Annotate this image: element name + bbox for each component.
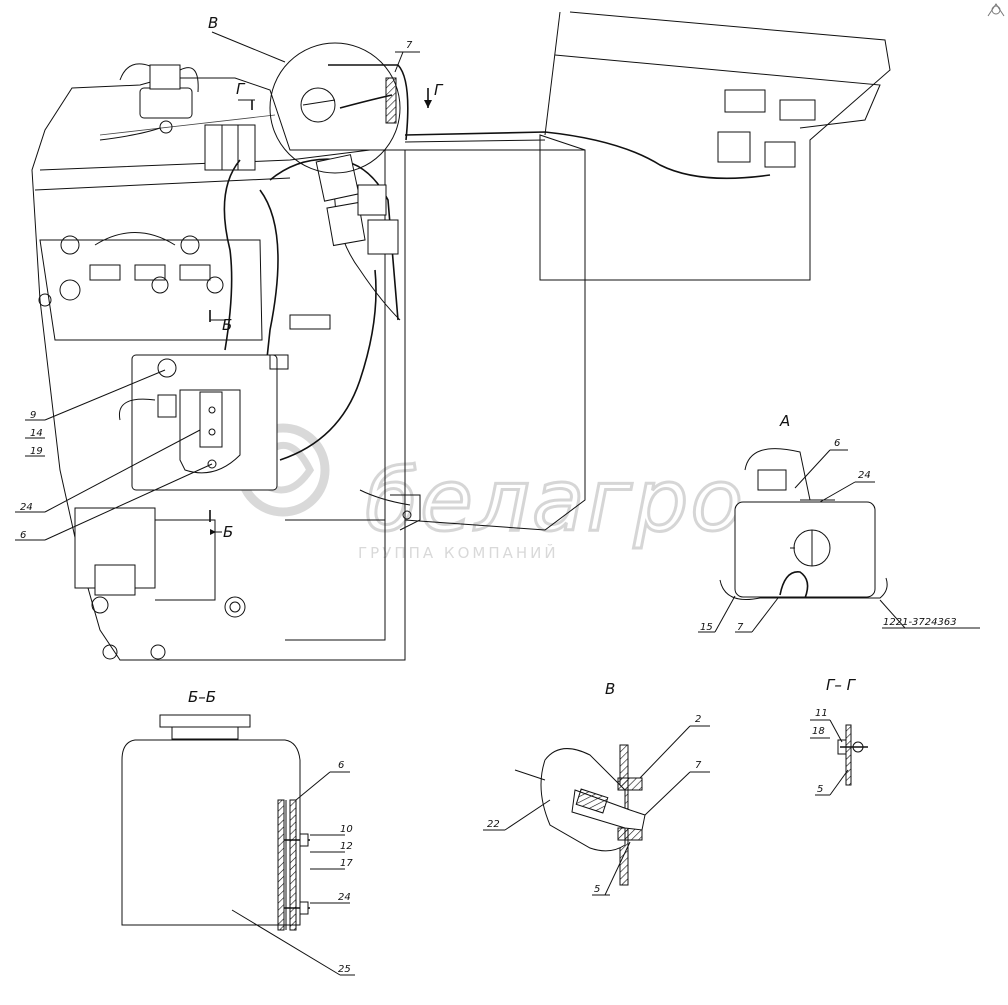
section-bb-callout-p6: 6 xyxy=(338,760,344,771)
section-bb-callout-p25: 25 xyxy=(338,964,351,975)
view-b-circle: В 7 Г Г xyxy=(208,14,444,174)
cut-b-markers: Б Б xyxy=(209,310,233,541)
callout-p9: 9 xyxy=(30,410,36,421)
main-callouts: 9 14 19 24 6 xyxy=(15,369,213,541)
view-a-callout-p7: 7 xyxy=(737,622,744,633)
main-assembly-view xyxy=(31,63,586,661)
cut-b-marker-top: Б xyxy=(222,316,232,334)
callout-p19: 19 xyxy=(30,446,43,457)
section-bb-callout-p17: 17 xyxy=(340,858,353,869)
cab-panel-sockets xyxy=(404,11,891,281)
callout-p7-top: 7 xyxy=(406,40,413,51)
view-a-part-number: 1221-3724363 xyxy=(883,617,957,628)
section-gg-callout-p11: 11 xyxy=(815,708,828,719)
view-b-label: В xyxy=(208,14,218,32)
cut-b-marker-bottom: Б xyxy=(223,523,233,541)
section-bb-callout-p12: 12 xyxy=(340,841,353,852)
section-gg: Г– Г 11 18 5 xyxy=(810,676,868,796)
view-a-callout-p24: 24 xyxy=(858,470,871,481)
callout-p14: 14 xyxy=(30,428,43,439)
view-b-detail-label: В xyxy=(605,680,615,698)
view-b-callout-p7: 7 xyxy=(695,760,702,771)
compass-icon xyxy=(987,3,1005,17)
view-a: А 6 24 15 7 1221-3724363 xyxy=(698,412,980,633)
cut-g-right-label: Г xyxy=(434,81,444,99)
view-b-callout-p5: 5 xyxy=(594,884,600,895)
callout-p24-main: 24 xyxy=(20,502,33,513)
watermark-subtitle: ГРУППА КОМПАНИЙ xyxy=(358,543,559,562)
view-b-callout-p22: 22 xyxy=(487,819,500,830)
view-b-callout-p2: 2 xyxy=(695,714,701,725)
cut-g-left-label: Г xyxy=(236,80,246,98)
section-bb-callout-p24: 24 xyxy=(338,892,351,903)
watermark: белагро ГРУППА КОМПАНИЙ xyxy=(236,423,745,562)
callout-p6-main: 6 xyxy=(20,530,26,541)
section-gg-label: Г– Г xyxy=(826,676,857,694)
section-bb-label: Б–Б xyxy=(188,688,216,706)
view-a-callout-p6: 6 xyxy=(834,438,840,449)
section-gg-callout-p18: 18 xyxy=(812,726,825,737)
view-b-detail: В 2 7 22 5 xyxy=(483,680,710,896)
section-bb: Б–Б 6 10 12 17 24 25 xyxy=(121,688,355,976)
section-bb-callout-p10: 10 xyxy=(340,824,353,835)
watermark-brand: белагро xyxy=(365,451,745,551)
view-a-label: А xyxy=(779,412,790,430)
section-gg-callout-p5: 5 xyxy=(817,784,823,795)
view-a-callout-p15: 15 xyxy=(700,622,713,633)
